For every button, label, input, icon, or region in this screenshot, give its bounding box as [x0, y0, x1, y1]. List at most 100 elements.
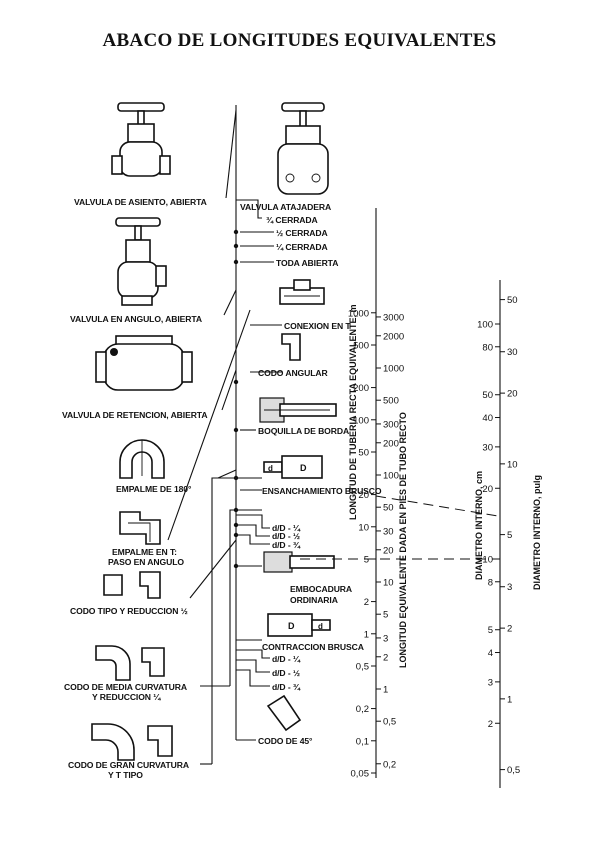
- length-m-tick-label: 0,5: [356, 662, 369, 673]
- length-ft-tick-label: 3000: [383, 312, 404, 323]
- long-elbow-figure: [91, 723, 173, 761]
- label-check-valve: VALVULA DE RETENCION, ABIERTA: [62, 410, 207, 420]
- label-globe-valve: VALVULA DE ASIENTO, ABIERTA: [74, 197, 207, 207]
- label-square-elbow: CODO ANGULAR: [258, 368, 329, 378]
- diameter-cm-tick-label: 100: [477, 320, 493, 331]
- sudden-enlargement-figure: D d: [263, 455, 323, 479]
- square-elbow-figure: [281, 333, 301, 361]
- diameter-cm-tick-label: 8: [488, 577, 493, 588]
- diameter-cm-tick-label: 50: [482, 390, 493, 401]
- page-title: ABACO DE LONGITUDES EQUIVALENTES: [102, 30, 497, 51]
- label-entrance-2: ORDINARIA: [290, 595, 338, 605]
- length-ft-tick-label: 5: [383, 610, 388, 621]
- label-con-1-4: d/D - ¼: [272, 654, 301, 664]
- ordinary-entrance-figure: [263, 551, 335, 573]
- length-m-tick-label: 500: [353, 341, 369, 352]
- diameter-cm-tick-label: 40: [482, 413, 493, 424]
- length-ft-axis-title: LONGITUD EQUIVALENTE DADA EN PIES DE TUB…: [398, 412, 408, 668]
- length-ft-tick-label: 1000: [383, 363, 404, 374]
- diameter-cm-tick-label: 80: [482, 342, 493, 353]
- scale-ticks: 1000 500 200 100 50 20 10 5 2 1 0,5 0,2 0,1 0,05 3000 2…: [348, 295, 520, 779]
- length-ft-tick-label: 300: [383, 419, 399, 430]
- svg-text:d: d: [318, 622, 323, 631]
- label-gate-3-4: ¾ CERRADA: [266, 215, 318, 225]
- svg-text:D: D: [300, 463, 307, 473]
- svg-text:D: D: [288, 621, 295, 631]
- angle-valve-figure: [115, 217, 167, 306]
- label-contraction: CONTRACCION BRUSCA: [262, 642, 364, 652]
- label-long-elbow-2: Y T TIPO: [108, 770, 143, 780]
- label-angle-valve: VALVULA EN ANGULO, ABIERTA: [70, 314, 202, 324]
- return-bend-figure: [119, 439, 165, 479]
- example-line: [375, 495, 499, 517]
- tee-run-figure: [279, 279, 325, 305]
- length-ft-tick-label: 0,5: [383, 717, 396, 728]
- label-enl-1-4: d/D - ¼: [272, 523, 301, 533]
- borda-nozzle-figure: [259, 397, 337, 423]
- fitting-labels: VALVULA DE ASIENTO, ABIERTA VALVULA EN A…: [62, 197, 382, 780]
- label-long-elbow: CODO DE GRAN CURVATURA: [68, 760, 189, 770]
- label-gate-1-4: ¼ CERRADA: [276, 242, 328, 252]
- label-entrance: EMBOCADURA: [290, 584, 352, 594]
- label-enl-1-2: d/D - ½: [272, 531, 300, 541]
- standard-elbow-figure: [103, 571, 161, 599]
- label-enlargement: ENSANCHAMIENTO BRUSCO: [262, 486, 382, 496]
- label-con-3-4: d/D - ¾: [272, 682, 301, 692]
- length-ft-tick-label: 3: [383, 633, 388, 644]
- diameter-in-tick-label: 2: [507, 624, 512, 635]
- label-standard-elbow: CODO TIPO Y REDUCCION ½: [70, 606, 188, 616]
- label-con-1-2: d/D - ½: [272, 668, 300, 678]
- diameter-cm-tick-label: 2: [488, 719, 493, 730]
- diameter-in-tick-label: 30: [507, 347, 518, 358]
- label-tee-branch: EMPALME EN T:: [112, 547, 177, 557]
- length-ft-tick-label: 200: [383, 438, 399, 449]
- globe-valve-figure: [111, 102, 171, 177]
- label-elbow-45: CODO DE 45°: [258, 736, 313, 746]
- length-m-tick-label: 0,2: [356, 704, 369, 715]
- svg-text:d: d: [268, 464, 273, 473]
- elbow-45-figure: [266, 694, 302, 732]
- length-ft-tick-label: 500: [383, 396, 399, 407]
- length-m-tick-label: 2: [364, 597, 369, 608]
- diameter-in-tick-label: 3: [507, 582, 512, 593]
- diameter-cm-tick-label: 20: [482, 484, 493, 495]
- diameter-in-tick-label: 10: [507, 459, 518, 470]
- length-ft-tick-label: 20: [383, 545, 394, 556]
- sudden-contraction-figure: D d: [267, 613, 331, 637]
- tee-figure: [119, 511, 161, 545]
- diameter-in-tick-label: 1: [507, 694, 512, 705]
- diameter-cm-axis-title: DIAMETRO INTERNO, cm: [474, 471, 484, 580]
- length-m-tick-label: 0,1: [356, 736, 369, 747]
- length-ft-tick-label: 30: [383, 526, 394, 537]
- label-gate-open: TODA ABIERTA: [276, 258, 338, 268]
- diameter-in-tick-label: 0,5: [507, 765, 520, 776]
- diameter-in-axis-title: DIAMETRO INTERNO, pulg: [532, 475, 542, 590]
- length-ft-tick-label: 1: [383, 684, 388, 695]
- length-m-tick-label: 10: [358, 522, 369, 533]
- length-m-tick-label: 50: [358, 448, 369, 459]
- length-ft-tick-label: 0,2: [383, 759, 396, 770]
- diameter-in-tick-label: 5: [507, 530, 512, 541]
- length-m-tick-label: 200: [353, 383, 369, 394]
- length-ft-tick-label: 2000: [383, 331, 404, 342]
- length-ft-tick-label: 2: [383, 652, 388, 663]
- length-ft-tick-label: 10: [383, 577, 394, 588]
- medium-elbow-figure: [95, 645, 165, 681]
- length-ft-tick-label: 50: [383, 503, 394, 514]
- label-tee-run: CONEXION EN T: [284, 321, 351, 331]
- length-m-axis-title: LONGITUD DE TUBERIA RECTA EQUIVALENTE, m: [348, 304, 358, 520]
- length-m-tick-label: 5: [364, 555, 369, 566]
- check-valve-figure: [95, 335, 193, 391]
- label-return-bend: EMPALME DE 180°: [116, 484, 192, 494]
- length-m-tick-label: 20: [358, 490, 369, 501]
- length-m-tick-label: 0,05: [351, 769, 370, 780]
- diameter-cm-tick-label: 10: [482, 555, 493, 566]
- diameter-cm-tick-label: 30: [482, 442, 493, 453]
- length-m-tick-label: 1: [364, 629, 369, 640]
- label-borda-nozzle: BOQUILLA DE BORDA: [258, 426, 349, 436]
- length-m-tick-label: 1000: [348, 308, 369, 319]
- label-gate-1-2: ½ CERRADA: [276, 228, 328, 238]
- length-m-tick-label: 100: [353, 415, 369, 426]
- label-medium-elbow-2: Y REDUCCION ¼: [92, 692, 161, 702]
